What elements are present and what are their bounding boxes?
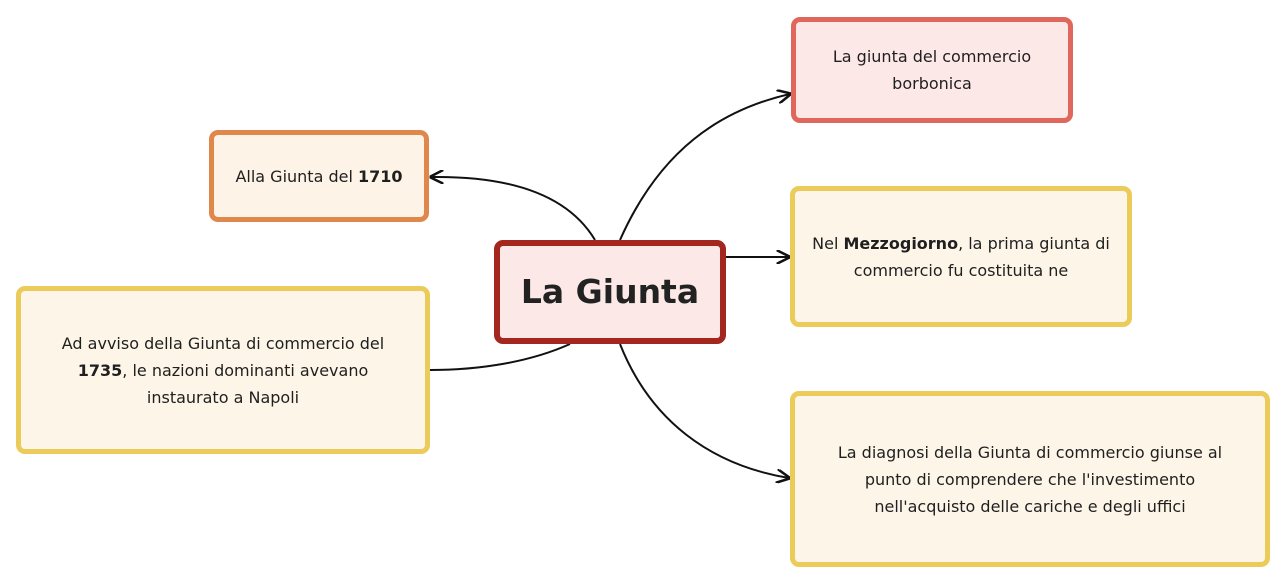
node-mezzogiorno-bold: Mezzogiorno <box>843 233 959 253</box>
central-topic-label: La Giunta <box>520 272 700 311</box>
connector-to-borbonica <box>619 94 790 241</box>
node-giunta-borbonica-text: La giunta del commercio borbonica <box>832 47 1032 93</box>
central-topic[interactable]: La Giunta <box>494 240 726 344</box>
node-diagnosi-text: La diagnosi della Giunta di commercio gi… <box>837 442 1223 516</box>
node-diagnosi[interactable]: La diagnosi della Giunta di commercio gi… <box>790 391 1270 567</box>
node-giunta-1735-text: Ad avviso della Giunta di commercio del … <box>21 330 425 411</box>
node-giunta-1710-text: Alla Giunta del 1710 <box>235 163 402 190</box>
node-giunta-1735[interactable]: Ad avviso della Giunta di commercio del … <box>16 286 430 454</box>
connector-to-1710 <box>431 177 596 241</box>
connector-to-1735 <box>429 343 571 371</box>
connector-to-diagnosi <box>619 343 789 478</box>
node-giunta-1710[interactable]: Alla Giunta del 1710 <box>209 130 429 222</box>
node-mezzogiorno-prefix: Nel <box>812 233 844 253</box>
node-giunta-1735-suffix: , le nazioni dominanti avevano instaurat… <box>122 360 369 407</box>
node-giunta-1710-prefix: Alla Giunta del <box>235 166 358 186</box>
node-giunta-borbonica[interactable]: La giunta del commercio borbonica <box>791 17 1073 123</box>
node-mezzogiorno[interactable]: Nel Mezzogiorno, la prima giunta di comm… <box>790 186 1132 327</box>
node-giunta-1710-year: 1710 <box>358 166 403 186</box>
node-mezzogiorno-suffix: , la prima giunta di commercio fu costit… <box>853 233 1110 280</box>
node-giunta-1735-year: 1735 <box>77 360 123 380</box>
node-mezzogiorno-text: Nel Mezzogiorno, la prima giunta di comm… <box>795 230 1127 284</box>
node-giunta-1735-prefix: Ad avviso della Giunta di commercio del <box>61 333 385 353</box>
